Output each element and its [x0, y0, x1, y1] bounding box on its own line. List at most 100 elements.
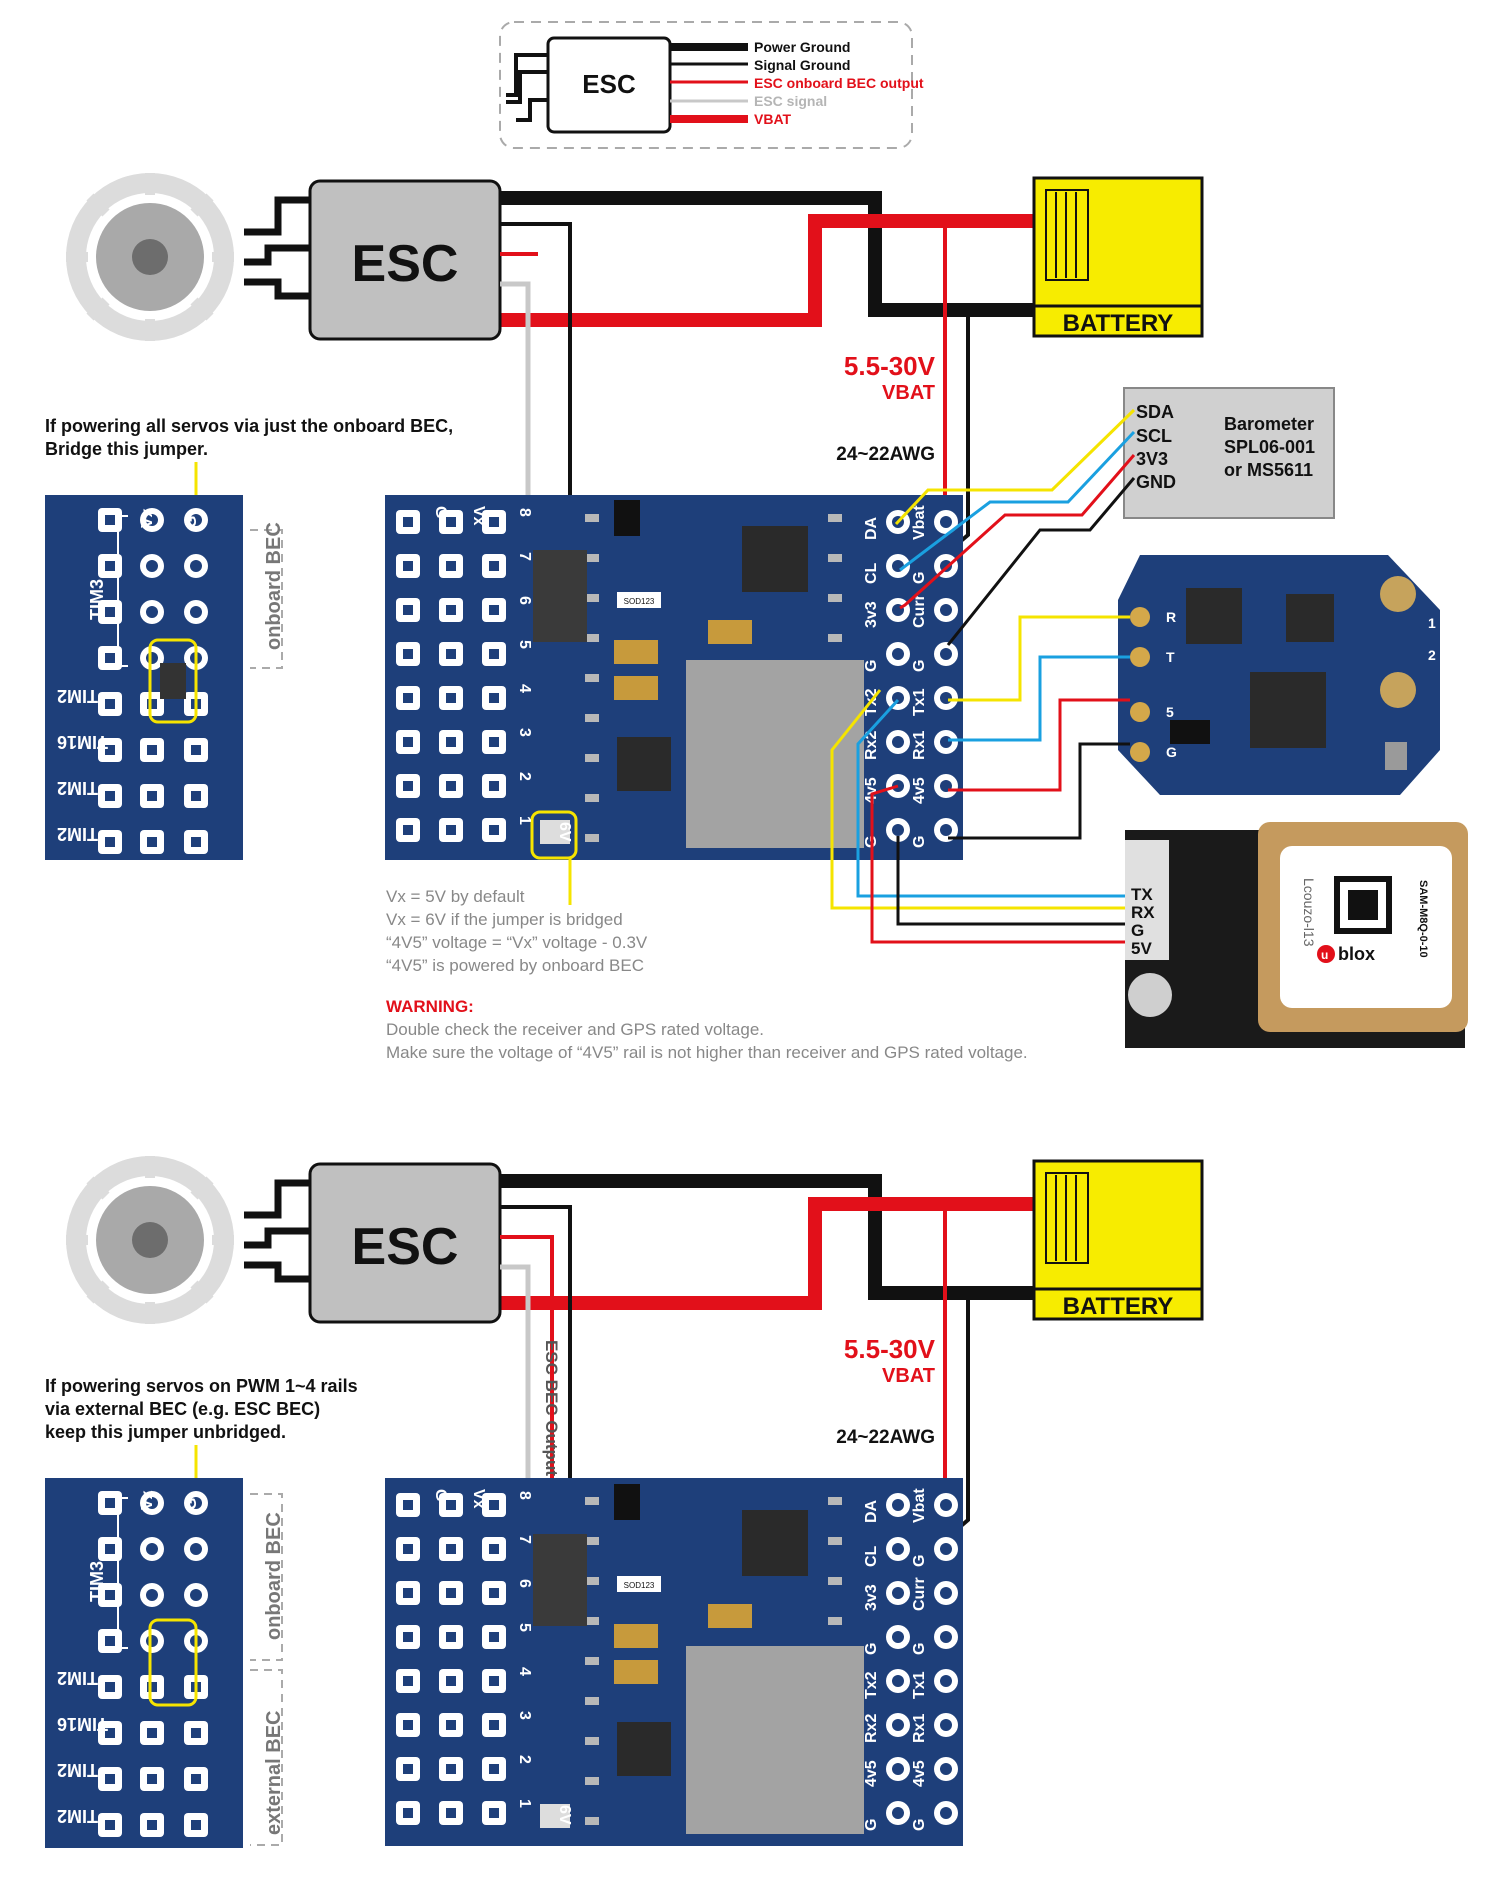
board-uart-pad — [934, 1669, 958, 1693]
board-pwm-pad — [482, 1581, 506, 1605]
bottom-side-board-pads — [98, 1491, 208, 1837]
bottom-board-cap-1 — [708, 1604, 752, 1628]
side-pad — [140, 738, 164, 762]
board-col-label: 8 — [516, 1491, 533, 1500]
bottom-board-chip-regulator — [533, 1534, 587, 1626]
baro-pin-scl: SCL — [1136, 426, 1172, 446]
side-pad — [184, 554, 208, 578]
board-pwm-pad — [482, 642, 506, 666]
side-pad — [140, 1721, 164, 1745]
board-diode-code: SOD123 — [624, 597, 655, 606]
side-pad — [184, 1583, 208, 1607]
board-uart-label-right: Tx1 — [911, 688, 928, 716]
legend-esc-box — [546, 36, 672, 134]
board-uart-pad — [934, 1801, 958, 1825]
board-uart-pad — [886, 1757, 910, 1781]
board-pwm-pad — [482, 554, 506, 578]
baro-gnd-wire — [946, 477, 1136, 646]
board-uart-label-right: G — [911, 1819, 928, 1831]
board-col-label: 5 — [516, 640, 533, 649]
side-pad — [184, 830, 208, 854]
bottom-side-bracket-bottom — [250, 1669, 283, 1846]
board-uart-label-right: Rx1 — [911, 731, 928, 760]
board-pwm-pad — [439, 1581, 463, 1605]
board-pwm-pad — [396, 686, 420, 710]
board-uart-label-right: Vbat — [911, 1488, 928, 1523]
bottom-jumper-highlight — [148, 1618, 198, 1707]
bottom-side-pin-vx: Vx — [139, 1490, 156, 1510]
bottom-note-line-1: If powering servos on PWM 1~4 rails — [45, 1376, 358, 1396]
board-pwm-pad — [482, 1625, 506, 1649]
battery-label: BATTERY — [1063, 310, 1174, 337]
board-uart-label-left: Rx2 — [863, 731, 880, 760]
board-pwm-pad — [439, 1713, 463, 1737]
board-cap-3 — [614, 676, 658, 700]
board-uart-pad — [934, 686, 958, 710]
bottom-board-mosfet — [614, 1484, 640, 1520]
board-pwm-pad — [482, 510, 506, 534]
side-pad — [140, 1537, 164, 1561]
battery: BATTERY — [1032, 176, 1204, 338]
bottom-board-cap-3 — [614, 1660, 658, 1684]
motor-phase-wires — [244, 196, 310, 300]
board-body — [385, 495, 963, 860]
bec-wire-label: ESC BEC Output — [542, 1340, 561, 1476]
side-pad — [140, 1491, 164, 1515]
side-label-tim16: TIM16 — [57, 732, 108, 752]
side-pad — [98, 1629, 122, 1653]
board-mosfet — [614, 500, 640, 536]
board-col-label: 1 — [516, 816, 533, 825]
info-line-2: Vx = 6V if the jumper is bridged — [386, 910, 623, 929]
bottom-vbat-power-wire — [500, 1197, 1034, 1310]
bottom-side-label-tim3: TIM3 — [87, 1561, 107, 1602]
board-uart-label-left: Rx2 — [863, 1714, 880, 1743]
bottom-board-diode — [617, 1576, 661, 1592]
board-pwm-pad — [439, 1669, 463, 1693]
gps-brand-u: u — [1321, 948, 1328, 962]
side-pad — [140, 600, 164, 624]
board-pwm-pad — [482, 730, 506, 754]
board-pwm-pad — [396, 730, 420, 754]
board-uart-label-left: 4v5 — [863, 1760, 880, 1787]
board-uart-label-right: Rx1 — [911, 1714, 928, 1743]
board-col-label: 3 — [516, 728, 533, 737]
side-bracket — [250, 529, 283, 669]
board-uart-label-right: G — [911, 1643, 928, 1655]
board-col-label: G — [432, 506, 449, 518]
gps-pin-5v: 5V — [1131, 939, 1152, 958]
board-uart-pad — [934, 1625, 958, 1649]
side-pad — [98, 1583, 122, 1607]
board-pwm-pad — [482, 1537, 506, 1561]
warning-title: WARNING: — [386, 997, 474, 1016]
bottom-esc-label: ESC — [352, 1218, 459, 1276]
board-uart-label-left: 4v5 — [863, 777, 880, 804]
board-col-label: 6V — [556, 822, 573, 842]
baro-title-2: SPL06-001 — [1224, 437, 1315, 457]
legend-label-power-ground: Power Ground — [754, 39, 850, 55]
side-label-tim2-c: TIM2 — [57, 824, 98, 844]
side-pad — [184, 1537, 208, 1561]
board-uart-pad — [886, 1493, 910, 1517]
bottom-motor-phase-wires — [244, 1179, 310, 1283]
vbat-label: VBAT — [882, 382, 935, 404]
rx-pin-g: G — [1166, 744, 1177, 760]
side-pad — [98, 1675, 122, 1699]
bottom-battery-label: BATTERY — [1063, 1293, 1174, 1320]
board-pwm-pad — [396, 818, 420, 842]
bottom-esc-module — [308, 1162, 502, 1324]
board-uart-label-left: G — [863, 660, 880, 672]
6v-jumper-highlight — [530, 810, 578, 860]
gps-brand: blox — [1338, 944, 1375, 964]
board-uart-pad — [886, 642, 910, 666]
board-pwm-pad — [396, 1493, 420, 1517]
side-pad — [98, 1491, 122, 1515]
board-pads — [396, 510, 958, 842]
side-pad — [184, 508, 208, 532]
board-pwm-pad — [396, 1757, 420, 1781]
side-label-tim2-a: TIM2 — [57, 686, 98, 706]
board-uart-label-right: Curr — [911, 1577, 928, 1611]
gps-pin-tx: TX — [1131, 885, 1153, 904]
